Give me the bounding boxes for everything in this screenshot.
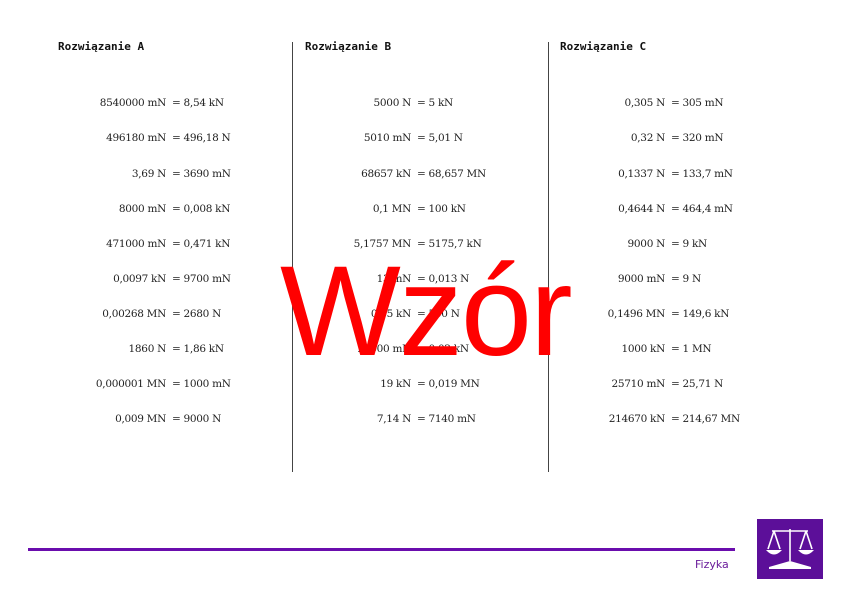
equation-rhs: = 1 MN	[671, 343, 712, 355]
subject-label: Fizyka	[695, 558, 729, 571]
equation-rhs: = 214,67 MN	[671, 413, 740, 425]
equation-lhs: 68657 kN	[361, 168, 411, 180]
equation-rhs: = 1000 mN	[172, 378, 231, 390]
equation-lhs: 0,000001 MN	[95, 378, 166, 390]
equation-lhs: 9000 N	[627, 238, 666, 250]
equation-rhs: = 25,71 N	[671, 378, 724, 390]
equation-lhs: 20000 mN	[357, 343, 412, 355]
equation-lhs: 13 mN	[376, 273, 412, 285]
equation-lhs: 8000 mN	[118, 203, 166, 215]
equation-lhs: 3,69 N	[131, 168, 166, 180]
equation-rhs: = 0,008 kN	[172, 203, 231, 215]
scales-icon	[766, 529, 814, 569]
equation-rhs: = 0,013 N	[417, 273, 470, 285]
column-divider	[292, 42, 294, 472]
equation-lhs: 0,1 MN	[372, 203, 411, 215]
subject-logo	[757, 519, 823, 579]
equation-rhs: = 9000 N	[172, 413, 221, 425]
equation-rhs: = 320 mN	[671, 132, 724, 144]
equation-lhs: 5000 N	[373, 97, 412, 109]
equation-rhs: = 5,01 N	[417, 132, 463, 144]
equation-lhs: 214670 kN	[608, 413, 666, 425]
equation-lhs: 0,00268 MN	[102, 308, 166, 320]
equation-rhs: = 9 N	[671, 273, 701, 285]
equation-lhs: 0,55 kN	[370, 308, 411, 320]
equation-rhs: = 496,18 N	[172, 132, 231, 144]
equation-rhs: = 68,657 MN	[417, 168, 486, 180]
equation-rhs: = 3690 mN	[172, 168, 231, 180]
equation-rhs: = 8,54 kN	[172, 97, 224, 109]
equation-rhs: = 0,02 kN	[417, 343, 469, 355]
equation-lhs: 0,1337 N	[618, 168, 665, 180]
equation-lhs: 0,305 N	[624, 97, 666, 109]
equation-lhs: 7,14 N	[376, 413, 411, 425]
equation-rhs: = 9 kN	[671, 238, 707, 250]
footer-rule	[28, 548, 735, 551]
equation-lhs: 5010 mN	[363, 132, 411, 144]
equation-lhs: 1860 N	[128, 343, 167, 355]
equation-rhs: = 305 mN	[671, 97, 724, 109]
equation-lhs: 471000 mN	[106, 238, 166, 250]
equation-lhs: 0,009 MN	[115, 413, 166, 425]
equation-lhs: 0,32 N	[630, 132, 665, 144]
column-header-b: Rozwiązanie B	[305, 40, 392, 53]
column-header-a: Rozwiązanie A	[58, 40, 145, 53]
equation-lhs: 5,1757 MN	[353, 238, 412, 250]
column-divider	[548, 42, 550, 472]
equation-rhs: = 100 kN	[417, 203, 466, 215]
column-header-c: Rozwiązanie C	[560, 40, 647, 53]
equation-lhs: 9000 mN	[617, 273, 665, 285]
equation-lhs: 0,1496 MN	[607, 308, 666, 320]
equation-rhs: = 7140 mN	[417, 413, 476, 425]
equation-rhs: = 550 N	[417, 308, 460, 320]
equation-rhs: = 133,7 mN	[671, 168, 733, 180]
equation-rhs: = 149,6 kN	[671, 308, 730, 320]
equation-rhs: = 464,4 mN	[671, 203, 733, 215]
equation-lhs: 1000 kN	[621, 343, 665, 355]
equation-rhs: = 2680 N	[172, 308, 221, 320]
equation-lhs: 0,0097 kN	[113, 273, 166, 285]
equation-rhs: = 1,86 kN	[172, 343, 224, 355]
equation-lhs: 19 kN	[380, 378, 411, 390]
equation-lhs: 25710 mN	[611, 378, 666, 390]
watermark: Wzór	[280, 240, 573, 383]
equation-rhs: = 0,019 MN	[417, 378, 480, 390]
equation-rhs: = 0,471 kN	[172, 238, 231, 250]
equation-lhs: 496180 mN	[106, 132, 166, 144]
equation-rhs: = 5 kN	[417, 97, 453, 109]
equation-rhs: = 9700 mN	[172, 273, 231, 285]
equation-rhs: = 5175,7 kN	[417, 238, 482, 250]
equation-lhs: 8540000 mN	[99, 97, 167, 109]
equation-lhs: 0,4644 N	[618, 203, 665, 215]
